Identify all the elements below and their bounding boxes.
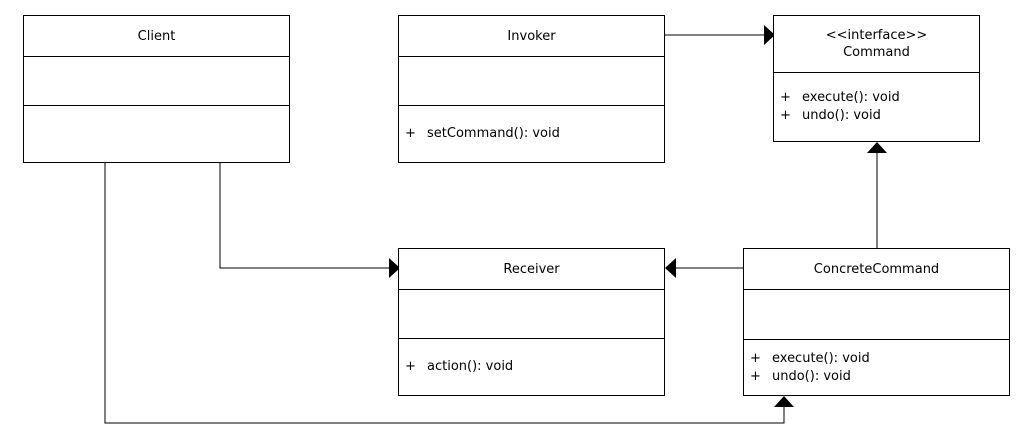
visibility-marker: + <box>780 90 791 105</box>
class-receiver-name: Receiver <box>503 261 560 277</box>
operation-row: + action(): void <box>405 358 664 376</box>
visibility-marker: + <box>750 368 761 384</box>
operation-signature: undo(): void <box>772 368 851 384</box>
arrowhead-receiver-left <box>389 258 400 278</box>
class-client-name: Client <box>137 28 176 44</box>
operation-signature: execute(): void <box>772 350 870 366</box>
class-concrete-command-header: ConcreteCommand <box>744 249 1009 289</box>
class-invoker-attributes <box>399 56 664 105</box>
class-receiver-attributes <box>399 289 664 338</box>
operation-row: + undo(): void <box>750 368 1009 386</box>
operation-signature: setCommand(): void <box>427 126 560 141</box>
class-receiver-operations: + action(): void <box>399 338 664 395</box>
operation-row: + execute(): void <box>780 89 979 107</box>
class-client[interactable]: Client <box>23 15 290 163</box>
client-to-receiver-line <box>219 163 389 269</box>
class-invoker-operations: + setCommand(): void <box>399 105 664 162</box>
visibility-marker: + <box>405 126 416 141</box>
class-command-operations: + execute(): void + undo(): void <box>774 72 979 141</box>
class-client-header: Client <box>24 16 289 56</box>
class-invoker-header: Invoker <box>399 16 664 56</box>
class-command[interactable]: <<interface>> Command + execute(): void … <box>773 15 980 142</box>
class-concrete-command-operations: + execute(): void + undo(): void <box>744 339 1009 395</box>
class-command-stereotype: <<interface>> <box>825 28 928 43</box>
class-concrete-command-attributes <box>744 289 1009 339</box>
arrowhead-command-bottom <box>867 142 887 153</box>
arrowhead-concrete-bottom <box>774 396 794 407</box>
class-invoker-name: Invoker <box>507 28 556 44</box>
class-command-name: Command <box>843 45 910 60</box>
class-client-operations <box>24 105 289 162</box>
class-invoker[interactable]: Invoker + setCommand(): void <box>398 15 665 163</box>
class-receiver-header: Receiver <box>399 249 664 289</box>
arrowhead-command-left <box>764 25 775 45</box>
operation-row: + undo(): void <box>780 107 979 125</box>
visibility-marker: + <box>750 350 761 366</box>
operation-signature: execute(): void <box>802 90 900 105</box>
operation-signature: undo(): void <box>802 108 881 123</box>
class-concrete-command[interactable]: ConcreteCommand + execute(): void + undo… <box>743 248 1010 396</box>
operation-signature: action(): void <box>427 359 514 374</box>
arrowhead-receiver-right <box>665 258 676 278</box>
operation-row: + execute(): void <box>750 350 1009 368</box>
class-command-header: <<interface>> Command <box>774 16 979 72</box>
class-client-attributes <box>24 56 289 105</box>
visibility-marker: + <box>780 108 791 123</box>
visibility-marker: + <box>405 359 416 374</box>
operation-row: + setCommand(): void <box>405 125 664 143</box>
class-concrete-command-name: ConcreteCommand <box>813 261 940 277</box>
class-receiver[interactable]: Receiver + action(): void <box>398 248 665 396</box>
client-to-concrete-line <box>104 163 785 424</box>
